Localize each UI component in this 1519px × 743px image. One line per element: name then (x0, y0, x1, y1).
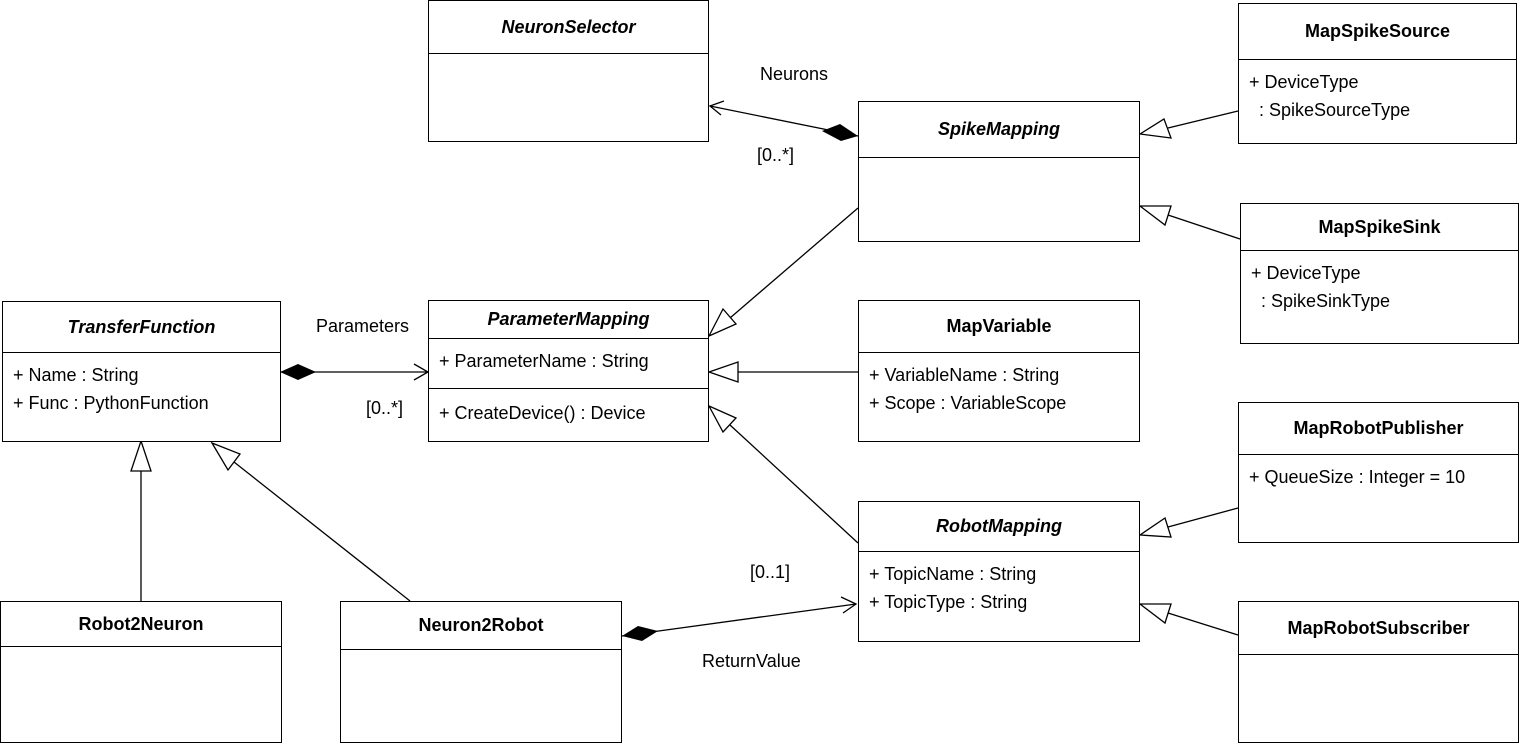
class-spike-mapping[interactable]: SpikeMapping (858, 101, 1140, 242)
attribute: + ParameterName : String (439, 351, 649, 371)
attribute: + DeviceType (1249, 72, 1359, 92)
attribute-type: : SpikeSinkType (1261, 291, 1391, 311)
attributes-section: + DeviceType : SpikeSourceType (1239, 60, 1516, 130)
class-transfer-function[interactable]: TransferFunction + Name : String + Func … (2, 301, 281, 442)
edge-transferfunction-parametermapping (280, 363, 430, 381)
attribute: + TopicType : String (869, 592, 1028, 612)
composition-diamond (822, 124, 858, 141)
label-neurons-multiplicity: [0..*] (757, 145, 795, 165)
attribute-type: : SpikeSourceType (1259, 100, 1411, 120)
class-robot2neuron[interactable]: Robot2Neuron (0, 601, 282, 743)
edge-robot2neuron-transferfunction (130, 438, 152, 601)
edge-robotmapping-parametermapping (707, 404, 859, 544)
attribute: + DeviceType (1251, 263, 1361, 283)
class-map-robot-subscriber[interactable]: MapRobotSubscriber (1238, 601, 1519, 743)
attributes-section: + Name : String + Func : PythonFunction (3, 353, 280, 423)
class-map-robot-publisher[interactable]: MapRobotPublisher + QueueSize : Integer … (1238, 402, 1519, 543)
class-name: RobotMapping (859, 502, 1139, 552)
class-name: Robot2Neuron (1, 602, 281, 647)
label-parameters: Parameters (316, 316, 410, 336)
class-neuron-selector[interactable]: NeuronSelector (428, 0, 709, 142)
edge-maprobotsubscriber-robotmapping (1138, 603, 1239, 636)
label-return-multiplicity: [0..1] (750, 562, 791, 582)
class-map-spike-source[interactable]: MapSpikeSource + DeviceType : SpikeSourc… (1238, 3, 1517, 144)
edge-neuron2robot-robotmapping (621, 596, 858, 641)
attributes-section: + DeviceType : SpikeSinkType (1241, 251, 1518, 321)
generalization-arrowhead (707, 404, 738, 434)
class-map-variable[interactable]: MapVariable + VariableName : String + Sc… (858, 300, 1140, 442)
edge-spikemapping-neuronselector (708, 100, 859, 141)
class-name: MapSpikeSink (1241, 204, 1518, 251)
class-name: ParameterMapping (429, 301, 708, 339)
edge-mapvariable-parametermapping (707, 361, 858, 383)
label-return-value: ReturnValue (702, 651, 801, 671)
class-name: MapSpikeSource (1239, 4, 1516, 60)
operation: + CreateDevice() : Device (439, 403, 646, 423)
class-name: MapRobotSubscriber (1239, 602, 1518, 655)
composition-diamond (622, 626, 658, 641)
attributes-section: + VariableName : String + Scope : Variab… (859, 353, 1139, 423)
attribute: + Scope : VariableScope (869, 393, 1067, 413)
generalization-arrowhead (1138, 205, 1172, 227)
class-map-spike-sink[interactable]: MapSpikeSink + DeviceType : SpikeSinkTyp… (1240, 203, 1519, 344)
class-name: Neuron2Robot (341, 602, 621, 650)
attribute: + Func : PythonFunction (13, 393, 209, 413)
class-name: NeuronSelector (429, 1, 708, 54)
generalization-arrowhead (130, 438, 152, 472)
attribute: + TopicName : String (869, 564, 1037, 584)
class-name: MapRobotPublisher (1239, 403, 1518, 455)
attribute: + Name : String (13, 365, 139, 385)
attributes-section: + TopicName : String + TopicType : Strin… (859, 552, 1139, 622)
attributes-section: + QueueSize : Integer = 10 (1239, 455, 1518, 497)
class-name: MapVariable (859, 301, 1139, 353)
attribute: + VariableName : String (869, 365, 1060, 385)
composition-diamond (280, 364, 316, 380)
generalization-arrowhead (707, 307, 738, 338)
edge-spikemapping-parametermapping (707, 207, 859, 338)
class-name: TransferFunction (3, 302, 280, 353)
edge-mapspikesink-spikemapping (1138, 205, 1241, 240)
edge-mapspikesource-spikemapping (1138, 110, 1239, 139)
generalization-arrowhead (707, 361, 739, 383)
label-neurons: Neurons (760, 64, 829, 84)
label-parameters-multiplicity: [0..*] (366, 398, 404, 418)
attribute: + QueueSize : Integer = 10 (1249, 467, 1466, 487)
edge-maprobotpublisher-robotmapping (1138, 507, 1239, 538)
class-neuron2robot[interactable]: Neuron2Robot (340, 601, 622, 743)
generalization-arrowhead (1138, 516, 1172, 538)
class-parameter-mapping[interactable]: ParameterMapping + ParameterName : Strin… (428, 300, 709, 442)
attributes-section: + ParameterName : String (429, 339, 708, 389)
class-robot-mapping[interactable]: RobotMapping + TopicName : String + Topi… (858, 501, 1140, 642)
class-name: SpikeMapping (859, 102, 1139, 158)
generalization-arrowhead (1138, 118, 1172, 139)
edge-neuron2robot-transferfunction (210, 441, 411, 602)
operations-section: + CreateDevice() : Device (429, 389, 708, 433)
generalization-arrowhead (1138, 603, 1172, 625)
generalization-arrowhead (210, 441, 242, 472)
